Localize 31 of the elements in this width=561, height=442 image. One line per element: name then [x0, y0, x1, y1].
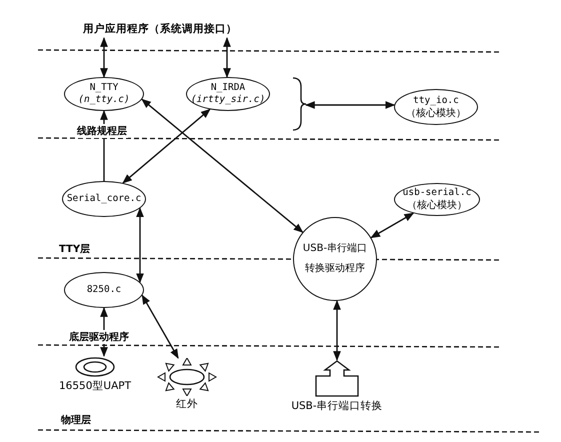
- arrow: [100, 37, 108, 78]
- node-text: (irtty_sir.c): [190, 94, 266, 106]
- ellipse-node: [64, 77, 144, 111]
- arrow: [136, 207, 144, 284]
- caption-text: USB-串行端口转换: [291, 400, 383, 413]
- layer-label: TTY层: [58, 242, 92, 256]
- arrow: [142, 294, 179, 359]
- node-text: USB-串行端口转换驱动程序: [302, 242, 368, 276]
- ellipse-node: [64, 272, 144, 308]
- node-text: N_IRDA: [210, 82, 246, 94]
- caption-text: 红外: [176, 398, 198, 411]
- node-text: (n_tty.c): [78, 94, 130, 106]
- node-text: Serial_core.c: [66, 193, 142, 205]
- node-text: （核心模块）: [407, 199, 467, 212]
- arrow: [370, 212, 414, 238]
- arrow: [223, 37, 231, 78]
- arrow: [141, 98, 304, 233]
- layer-label: 底层驱动程序: [68, 330, 130, 344]
- node-text: tty_io.c: [413, 94, 459, 106]
- node-text: usb-serial.c: [402, 187, 472, 199]
- node-text: （核心模块）: [406, 106, 466, 120]
- arrow: [333, 300, 341, 361]
- layer-label: 物理层: [60, 413, 92, 427]
- heading-text: 用户应用程序（系统调用接口）: [83, 22, 237, 36]
- arrow: [122, 108, 211, 184]
- layer-label: 线路规程层: [76, 124, 128, 138]
- node-text: N_TTY: [90, 82, 118, 94]
- ellipse-node: [62, 181, 146, 217]
- arrow: [305, 101, 396, 109]
- node-text: 8250.c: [86, 284, 122, 296]
- caption-text: 16550型UAPT: [58, 380, 132, 393]
